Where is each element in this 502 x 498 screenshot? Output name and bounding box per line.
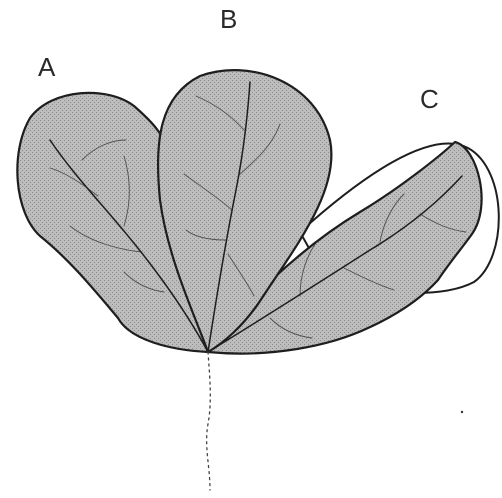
stem — [207, 352, 211, 490]
label-c: C — [420, 84, 439, 114]
label-b: B — [220, 4, 237, 34]
label-a: A — [38, 52, 56, 82]
speck-mark — [461, 411, 463, 413]
